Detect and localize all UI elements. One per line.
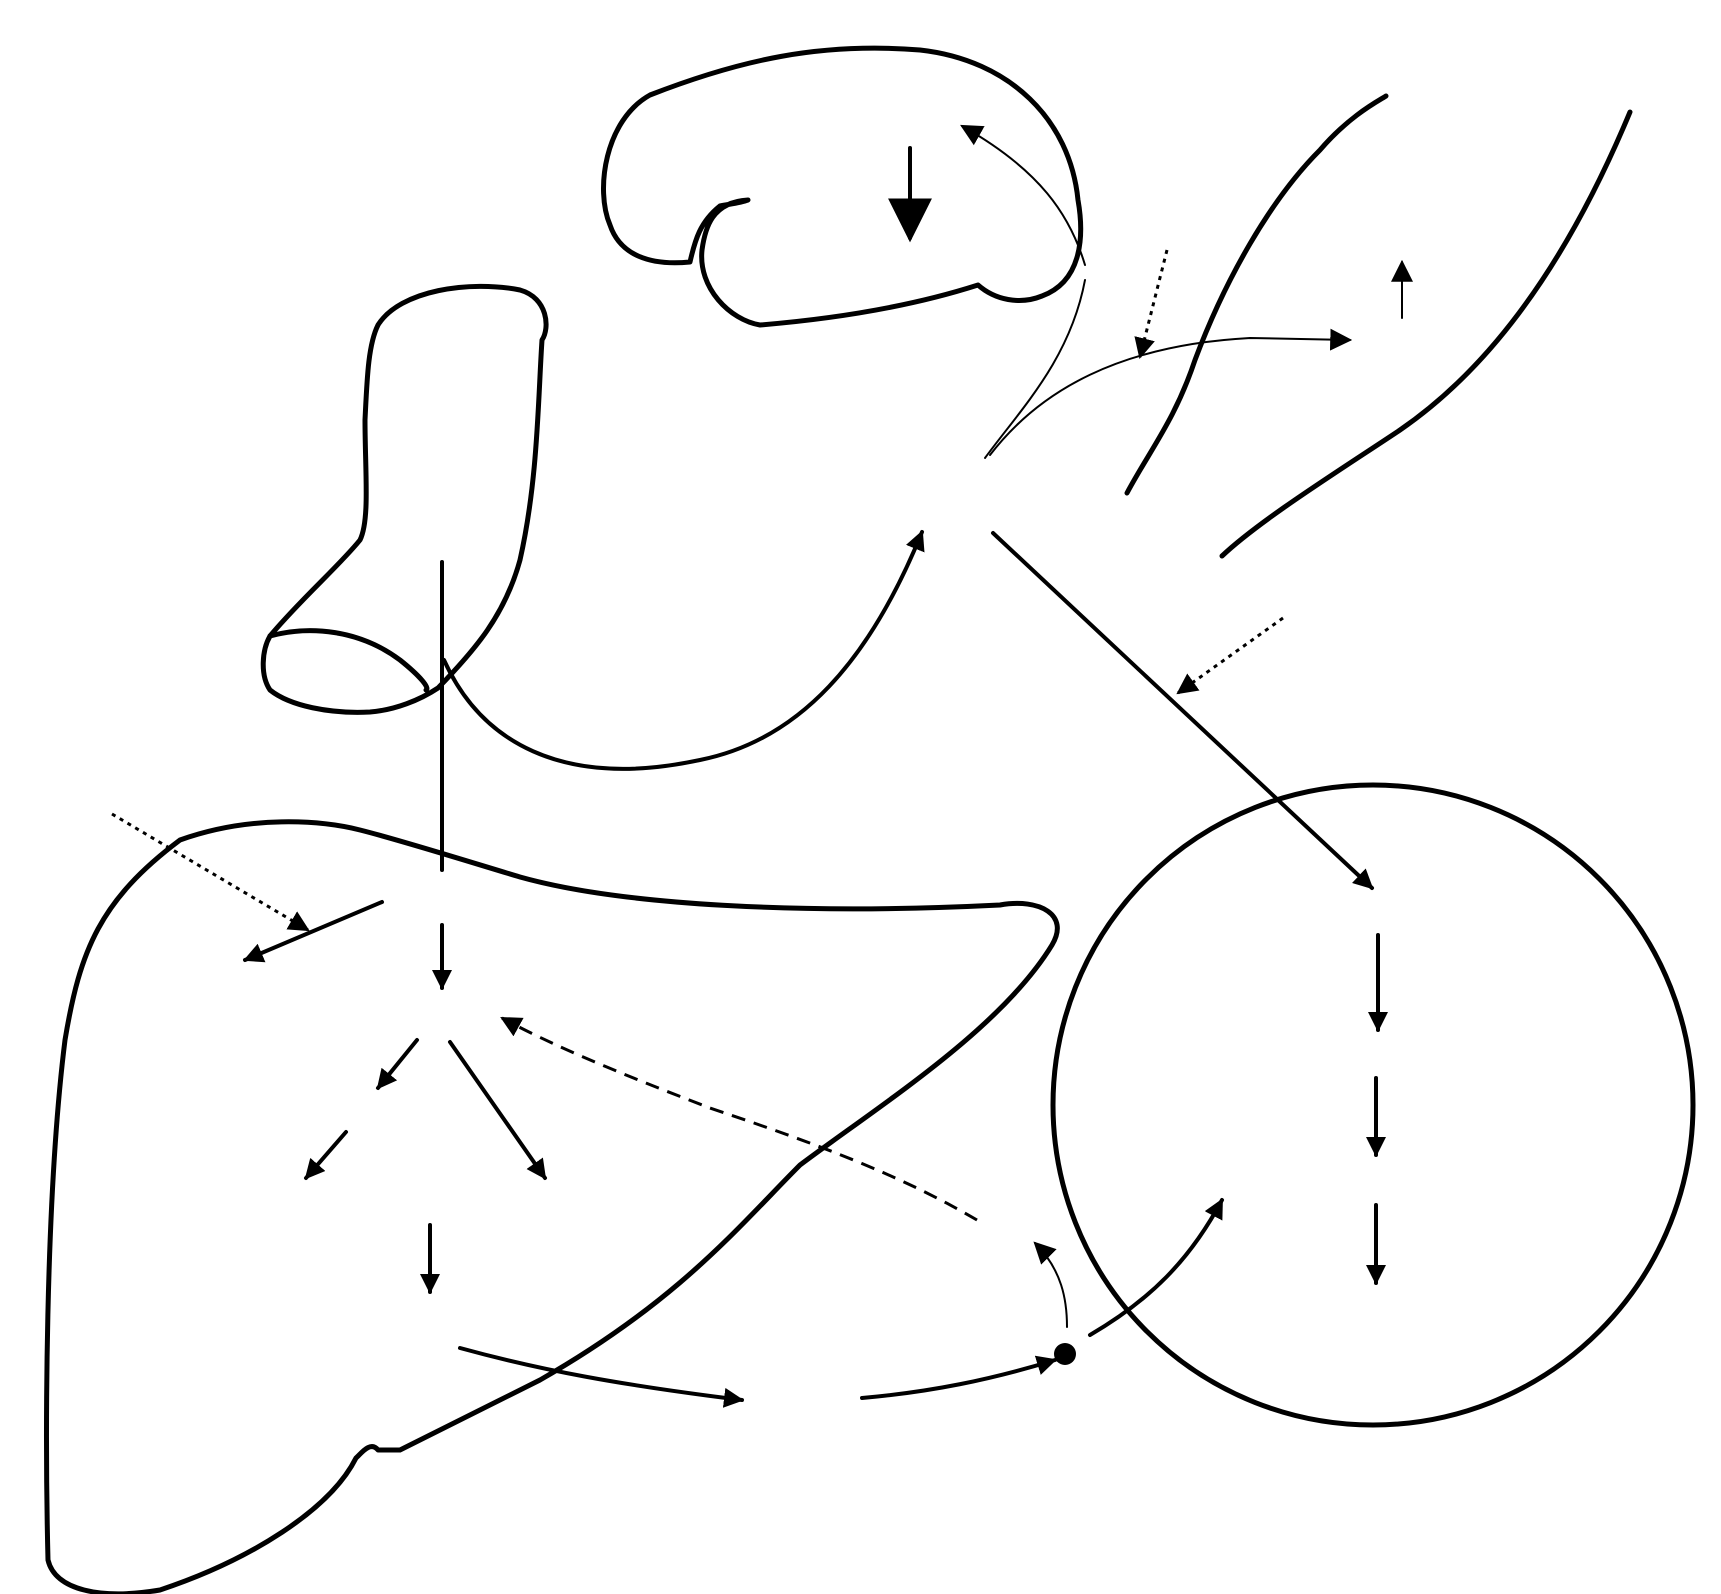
- node-to-muscle-curve-arrow: [1088, 1198, 1224, 1337]
- diagonal-dotted-input-arrow: [1176, 616, 1284, 695]
- junction-node-dot: [1054, 1343, 1076, 1365]
- node-feedback-up-arrow: [1033, 1241, 1068, 1328]
- liver-dotted-input-arrow: [111, 812, 310, 932]
- gut-to-brain-curve-arrow: [442, 530, 925, 771]
- blood-vessel-wall-upper: [1124, 93, 1389, 496]
- liver-dashed-feedback-arrow: [500, 1016, 978, 1222]
- muscle-cell-circle: [1050, 782, 1696, 1428]
- liver-outline: [44, 819, 1060, 1594]
- blood-to-node-arrow: [860, 1355, 1057, 1400]
- vessel-crossing-arrow: [989, 328, 1353, 456]
- blood-vessel-wall-lower: [1219, 109, 1633, 559]
- brain-to-hypothalamus-connector: [984, 279, 1086, 459]
- liver-branch-right-arrow: [448, 1040, 547, 1180]
- vessel-dotted-input-arrow: [1134, 249, 1169, 360]
- liver-left-outflow-arrow: [243, 900, 384, 963]
- brain-outline: [601, 45, 1084, 328]
- brain-to-muscle-diagonal-arrow: [991, 531, 1374, 890]
- liver-second-left-arrow: [304, 1130, 348, 1180]
- intestine-segment-outline: [260, 283, 549, 715]
- brain-feedback-curve-arrow: [960, 124, 1086, 266]
- liver-bottom-outflow-arrow: [458, 1346, 744, 1408]
- intestine-segment-opening: [267, 628, 430, 693]
- liver-branch-left-arrow: [376, 1038, 419, 1090]
